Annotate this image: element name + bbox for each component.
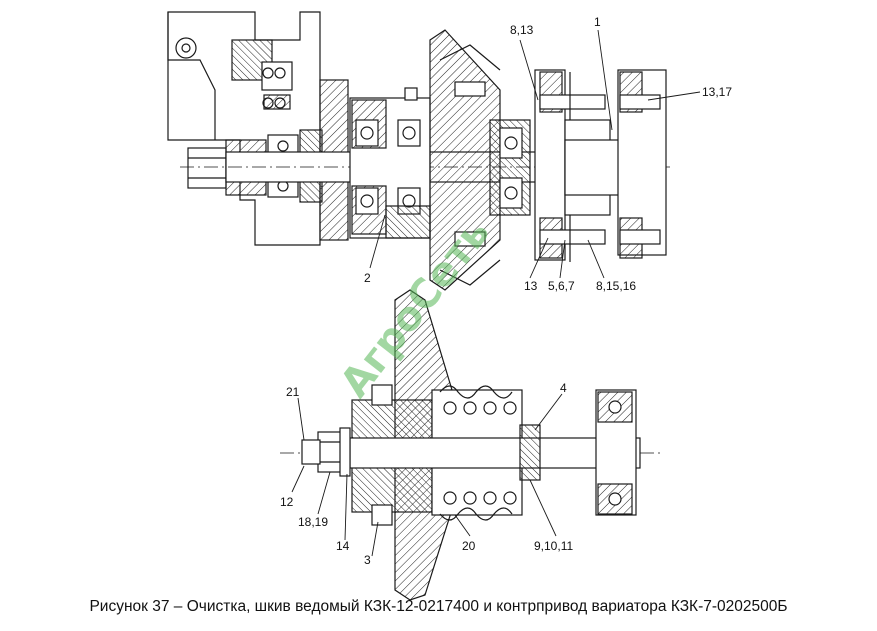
label-18-19: 18,19 <box>298 515 328 529</box>
leader-lines <box>291 29 701 557</box>
hub-bearing-right <box>397 119 421 147</box>
label-13-17: 13,17 <box>702 85 732 99</box>
label-2: 2 <box>364 271 371 285</box>
label-5-6-7: 5,6,7 <box>548 279 575 293</box>
left-nut <box>187 147 227 189</box>
lower-assembly <box>280 289 660 601</box>
upper-assembly <box>167 11 670 291</box>
hub-bearing-left <box>355 119 379 147</box>
label-4: 4 <box>560 381 567 395</box>
frame-bracket <box>167 12 216 140</box>
label-21: 21 <box>286 385 300 399</box>
coupling-bolt-bottom <box>539 229 606 245</box>
label-13: 13 <box>524 279 538 293</box>
lower-shaft <box>349 437 641 469</box>
figure-caption: Рисунок 37 – Очистка, шкив ведомый КЗК-1… <box>89 598 788 615</box>
label-8-13: 8,13 <box>510 23 534 37</box>
label-3: 3 <box>364 553 371 567</box>
label-14: 14 <box>336 539 350 553</box>
coupling-bolt-top <box>539 94 606 110</box>
frame-bolt <box>175 37 197 59</box>
label-1: 1 <box>594 15 601 29</box>
spring <box>439 385 513 399</box>
pulley-bearing <box>499 127 523 159</box>
label-12: 12 <box>280 495 294 509</box>
shaft-end <box>301 439 321 465</box>
label-20: 20 <box>462 539 476 553</box>
label-8-15-16: 8,15,16 <box>596 279 636 293</box>
label-9-10-11: 9,10,11 <box>534 539 573 553</box>
